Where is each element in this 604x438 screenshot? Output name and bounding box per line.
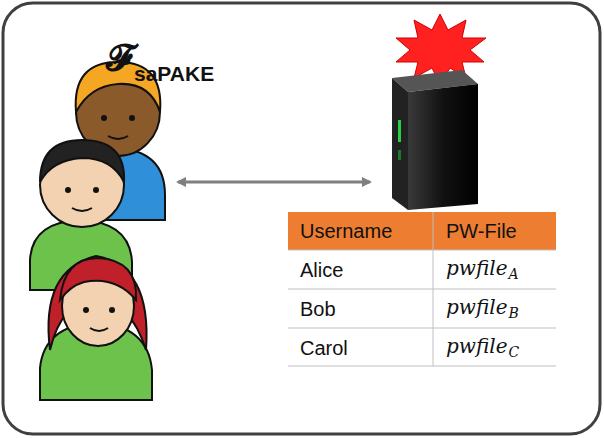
table-cell: pwfile — [446, 335, 508, 357]
server-icon — [392, 70, 478, 210]
table — [288, 212, 556, 366]
table-cell: pwfile — [446, 257, 508, 279]
table-cell: Bob — [300, 298, 336, 320]
column-header: PW-File — [446, 220, 517, 242]
cell-subscript: A — [509, 267, 519, 282]
link-arrow — [178, 181, 370, 184]
frame — [3, 3, 600, 434]
column-header: Username — [300, 220, 392, 242]
table-cell: pwfile — [446, 296, 508, 318]
cell-subscript: B — [509, 306, 519, 321]
title-symbol: 𝓕 — [106, 38, 133, 78]
title-subscript: saPAKE — [134, 62, 214, 85]
table-cell: Carol — [300, 337, 348, 359]
cell-subscript: C — [509, 345, 520, 360]
user-icon — [40, 256, 152, 400]
table-cell: Alice — [300, 259, 343, 281]
